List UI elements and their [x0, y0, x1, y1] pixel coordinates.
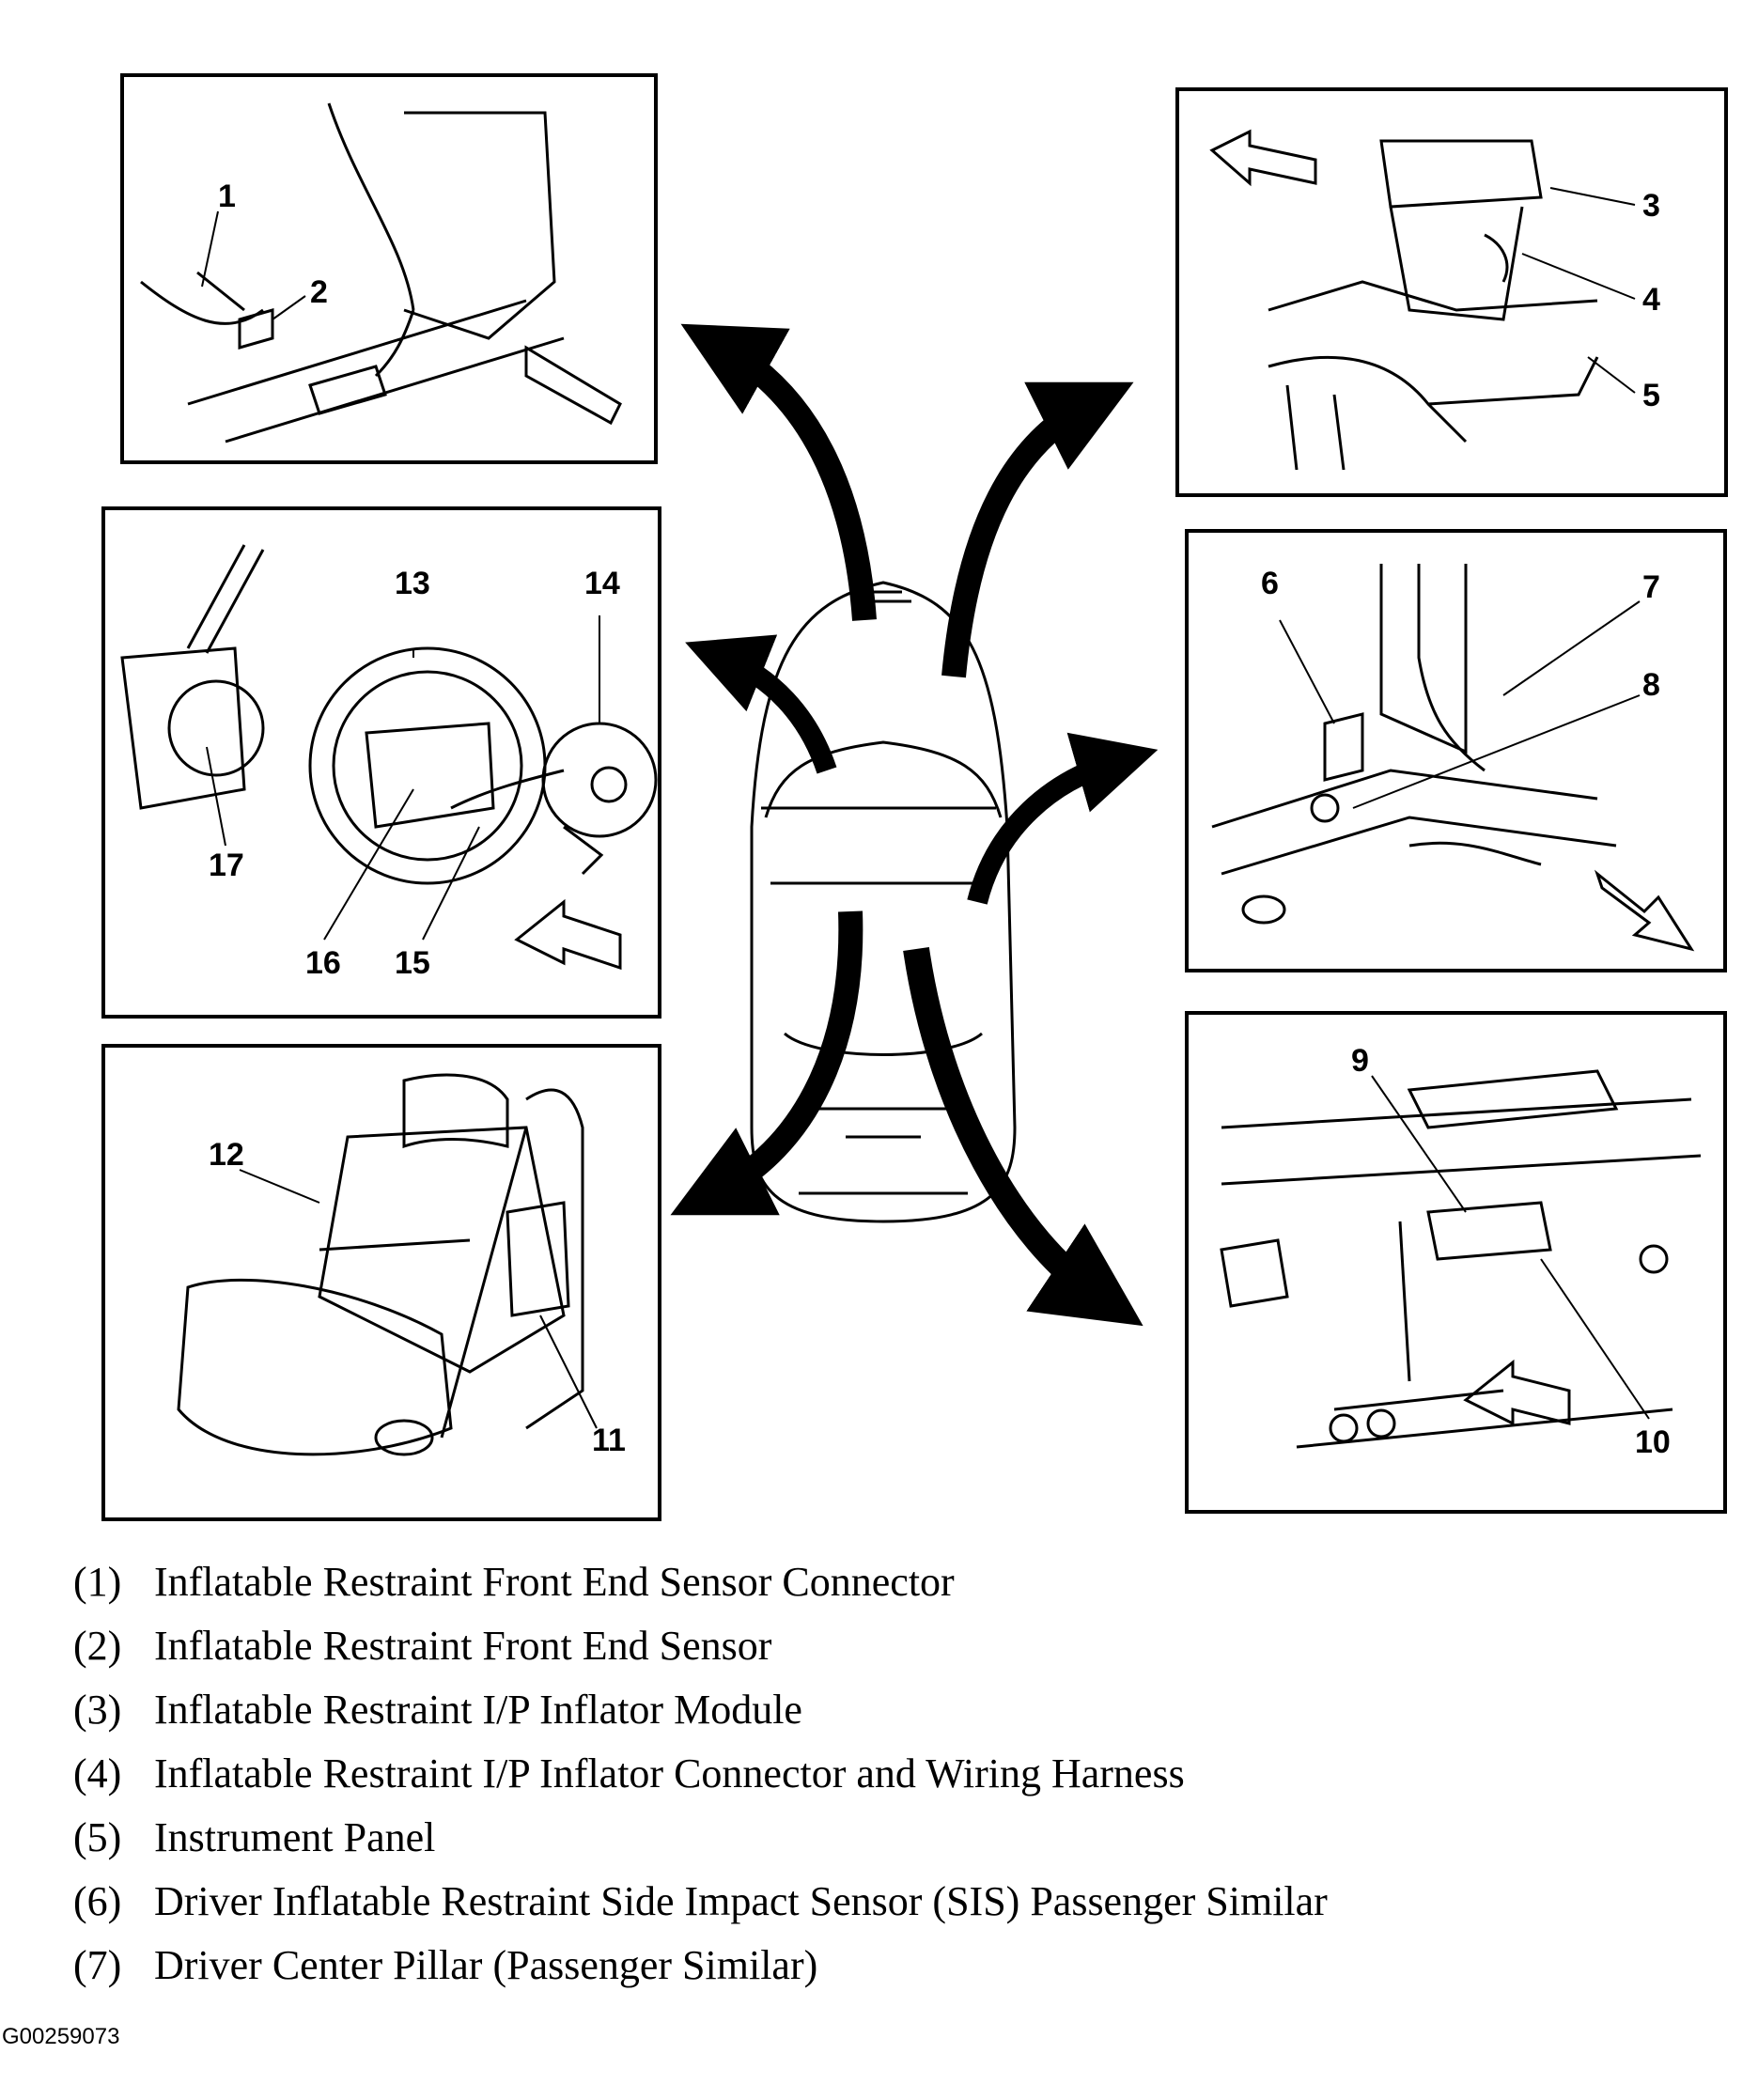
- legend-number: (4): [73, 1750, 122, 1797]
- callout-leader: [201, 210, 219, 288]
- legend-item: (2) Inflatable Restraint Front End Sensor: [73, 1614, 1328, 1678]
- panel-steering-wheel: 13 14 15 16 17: [101, 506, 661, 1019]
- arrow-to-center-pillar: [967, 732, 1159, 905]
- callout-number: 14: [584, 566, 620, 601]
- callout-leader: [422, 826, 480, 941]
- arrow-to-front-sensor: [680, 323, 877, 621]
- panel-seat: 12 11: [101, 1044, 661, 1521]
- callout-leader: [239, 1169, 320, 1204]
- panel-ip-inflator-module: 3 4 5: [1175, 87, 1728, 497]
- callout-leader: [1549, 187, 1636, 206]
- legend-number: (6): [73, 1878, 122, 1924]
- callout-leader: [1352, 694, 1641, 809]
- arrow-to-ip-module: [941, 381, 1134, 678]
- callout-number: 17: [209, 848, 244, 883]
- callout-number: 11: [592, 1423, 626, 1458]
- vehicle-top-view: [750, 581, 1017, 1223]
- callout-leader: [1587, 356, 1636, 394]
- callout-number: 2: [310, 274, 328, 310]
- callout-number: 1: [218, 179, 236, 214]
- figure-id: G00259073: [2, 2024, 120, 2049]
- callout-number: 6: [1261, 566, 1279, 601]
- callout-leader: [1540, 1258, 1650, 1420]
- callout-number: 13: [395, 566, 430, 601]
- callout-number: 12: [209, 1137, 244, 1173]
- callout-leader: [1521, 253, 1636, 300]
- legend-item: (6) Driver Inflatable Restraint Side Impa…: [73, 1870, 1328, 1934]
- legend-number: (7): [73, 1942, 122, 1988]
- panel-center-pillar: 6 7 8: [1185, 529, 1727, 972]
- callout-number: 15: [395, 945, 430, 981]
- legend-text: Driver Center Pillar (Passenger Similar): [154, 1942, 818, 1988]
- legend-text: Inflatable Restraint I/P Inflator Connec…: [154, 1750, 1185, 1797]
- legend-number: (5): [73, 1814, 122, 1860]
- callout-leader: [539, 1314, 598, 1429]
- callout-number: 16: [305, 945, 341, 981]
- callout-number: 3: [1642, 188, 1660, 224]
- callout-number: 8: [1642, 667, 1660, 703]
- callout-leader: [1502, 600, 1641, 696]
- callout-leader: [206, 746, 226, 847]
- legend-number: (3): [73, 1687, 122, 1733]
- locator-arrows: [670, 323, 1159, 1327]
- legend-text: Inflatable Restraint Front End Sensor Co…: [154, 1559, 955, 1605]
- callout-number: 10: [1635, 1424, 1671, 1460]
- legend-item: (1) Inflatable Restraint Front End Sensor…: [73, 1550, 1328, 1614]
- callout-leader: [1279, 619, 1335, 724]
- callout-leader: [272, 295, 306, 320]
- callout-leader: [1371, 1075, 1467, 1213]
- legend-text: Inflatable Restraint Front End Sensor: [154, 1623, 772, 1669]
- callout-number: 9: [1351, 1043, 1369, 1079]
- legend-text: Inflatable Restraint I/P Inflator Module: [154, 1687, 802, 1733]
- arrow-to-seat: [670, 910, 863, 1216]
- arrow-to-steering-wheel: [685, 634, 837, 774]
- legend-item: (5) Instrument Panel: [73, 1806, 1328, 1870]
- component-legend: (1) Inflatable Restraint Front End Sensor…: [73, 1550, 1328, 1998]
- legend-number: (1): [73, 1559, 122, 1605]
- callout-number: 7: [1642, 569, 1660, 605]
- legend-item: (7) Driver Center Pillar (Passenger Simil…: [73, 1934, 1328, 1998]
- panel-sdm: 9 10: [1185, 1011, 1727, 1514]
- panel-front-end-sensor: 1 2: [120, 73, 658, 464]
- callout-number: 5: [1642, 378, 1660, 413]
- legend-number: (2): [73, 1623, 122, 1669]
- legend-item: (3) Inflatable Restraint I/P Inflator Mod…: [73, 1678, 1328, 1742]
- legend-text: Driver Inflatable Restraint Side Impact …: [154, 1878, 1328, 1924]
- legend-item: (4) Inflatable Restraint I/P Inflator Con…: [73, 1742, 1328, 1806]
- callout-leader: [323, 788, 414, 941]
- callout-number: 4: [1642, 282, 1660, 318]
- arrow-to-sdm: [903, 946, 1143, 1327]
- legend-text: Instrument Panel: [154, 1814, 436, 1860]
